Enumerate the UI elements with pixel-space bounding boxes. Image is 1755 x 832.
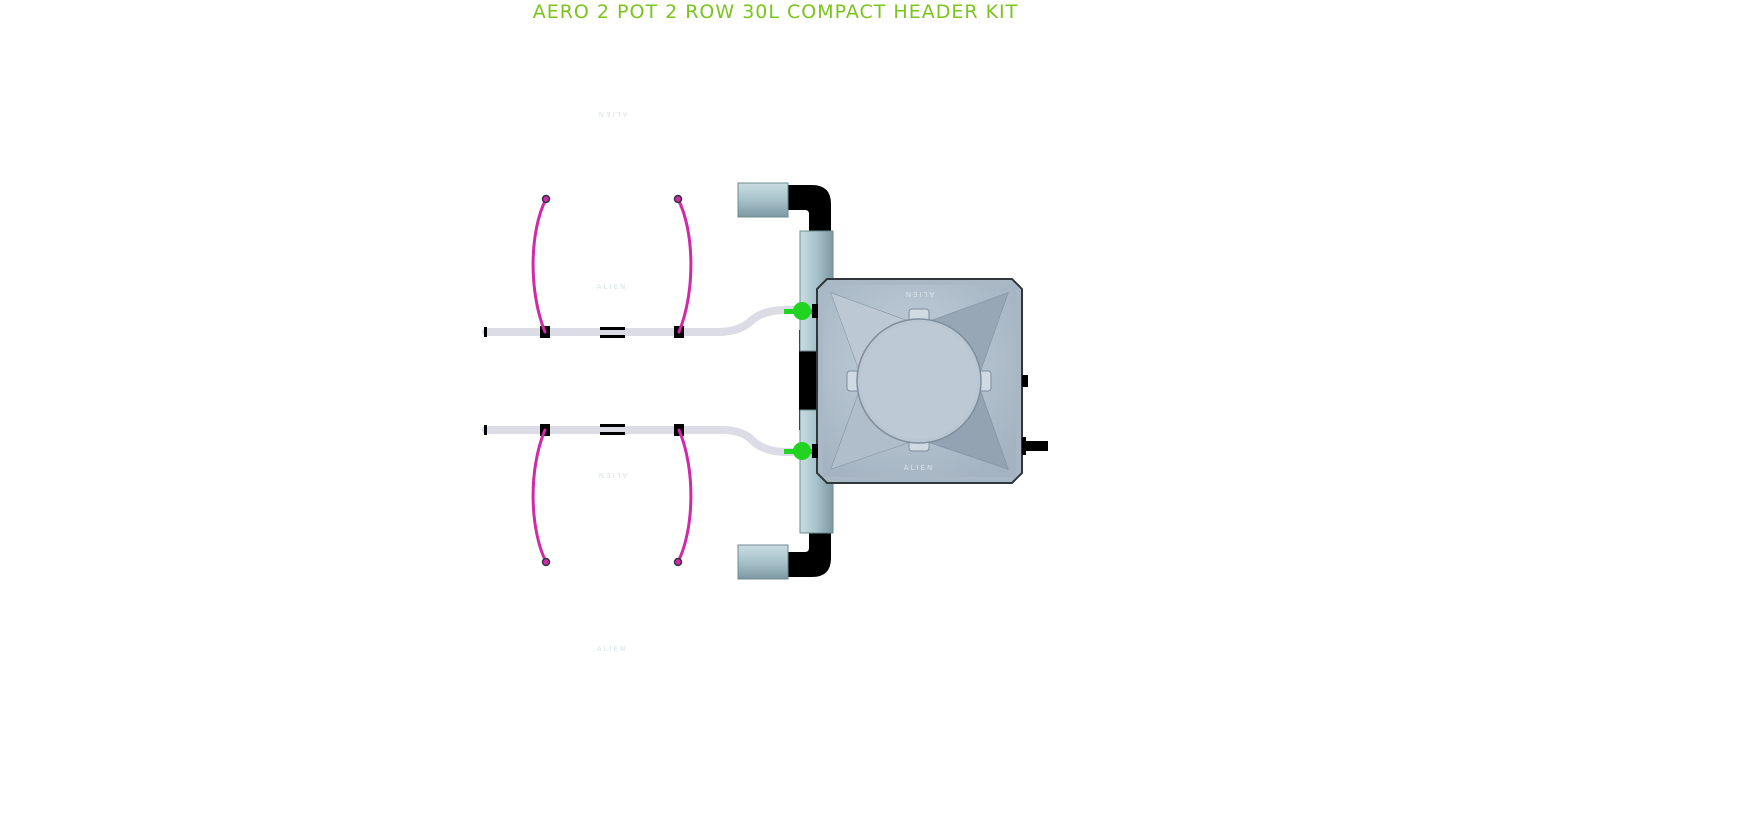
- diagram-title: AERO 2 POT 2 ROW 30L COMPACT HEADER KIT: [532, 1, 1019, 23]
- pot-brand-label: ALIEN: [597, 110, 627, 118]
- feed-hoses: [482, 306, 810, 456]
- green-valve-icon: [793, 302, 811, 320]
- drip-emitter: [673, 194, 683, 204]
- pot-brand-label: ALIEN: [597, 471, 627, 479]
- reservoir-tank: [816, 278, 1048, 484]
- valve-fitting: [812, 304, 818, 318]
- pipe-sleeve-bottom-pot: [737, 544, 789, 580]
- green-valve-icon: [793, 442, 811, 460]
- reservoir-brand-label: ALIEN: [904, 464, 934, 472]
- drip-line: [531, 197, 548, 334]
- hose-end-cap: [484, 425, 487, 435]
- drip-line: [676, 428, 693, 564]
- drip-line: [676, 197, 693, 334]
- drip-lines: [531, 197, 693, 564]
- valve-fitting: [812, 444, 818, 458]
- bottom-elbow-pipe: [786, 532, 831, 577]
- valves: [784, 302, 818, 460]
- hose-end-cap: [484, 327, 487, 337]
- hose-connector: [600, 424, 625, 427]
- pipe-sleeve-top-pot: [737, 182, 789, 218]
- reservoir-brand-label: ALIEN: [904, 290, 934, 298]
- drip-emitter: [541, 194, 551, 204]
- drip-line: [531, 428, 548, 564]
- feed-hose-upper: [482, 306, 810, 336]
- hose-connector: [600, 432, 625, 435]
- hose-connector: [600, 327, 625, 330]
- top-elbow-pipe: [786, 185, 831, 232]
- pot-brand-label: ALIEN: [597, 283, 627, 291]
- system-diagram: ALIEN ALIEN ALIEN ALIEN ALI: [482, 71, 1048, 653]
- drip-emitter: [673, 557, 683, 567]
- feed-hose-lower: [482, 426, 810, 456]
- drip-emitter: [541, 557, 551, 567]
- pot-brand-label: ALIEN: [597, 645, 627, 653]
- hose-connector: [600, 335, 625, 338]
